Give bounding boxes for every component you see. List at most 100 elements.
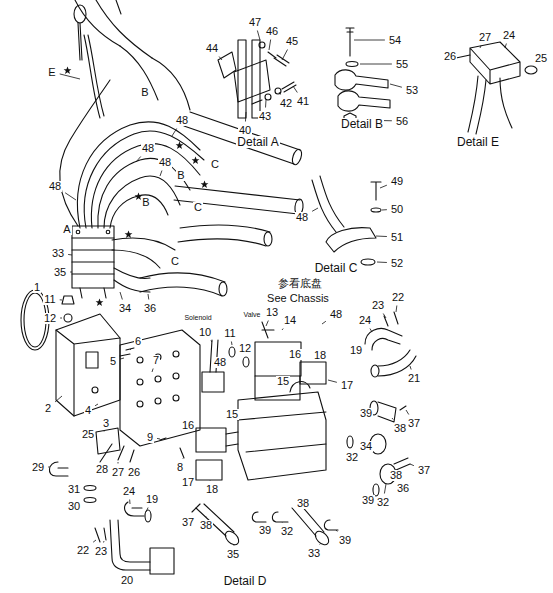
callout-number: 55	[395, 59, 409, 70]
callout-number: 52	[390, 258, 404, 269]
solenoid-valve	[243, 357, 249, 367]
hose-bundle	[84, 131, 204, 228]
leader-line	[282, 329, 283, 331]
callout-number: 16	[181, 420, 195, 431]
solenoid-valve	[229, 347, 235, 357]
valve-body	[226, 432, 238, 446]
callout-number: 23	[371, 300, 385, 311]
callout-number: 23	[94, 546, 108, 557]
callout-number: 24	[122, 486, 136, 497]
view-letter: B	[141, 197, 150, 208]
hose-bundle	[104, 176, 180, 228]
hose-bundle	[112, 250, 160, 268]
port-fittings	[394, 458, 410, 470]
leader-line	[148, 294, 150, 300]
leader-line	[266, 321, 268, 327]
callout-number: 14	[283, 315, 297, 326]
view-letter: C	[210, 159, 220, 170]
detail-b-clamp	[346, 62, 358, 67]
solenoid-valve	[202, 372, 224, 392]
detail-b-clamp	[335, 28, 390, 125]
detail-title: Detail A	[236, 136, 279, 148]
callout-number: 27	[111, 467, 125, 478]
callout-number: 8	[176, 462, 184, 473]
detail-d-pipes	[313, 529, 331, 547]
leader-line	[410, 464, 414, 466]
detail-c-hose	[312, 176, 381, 265]
control-valve-block	[76, 230, 80, 234]
hose-bundle	[77, 122, 200, 228]
callout-number: 21	[407, 373, 421, 384]
valve-body	[196, 460, 222, 480]
port-fittings	[347, 401, 410, 496]
callout-number: 36	[143, 303, 157, 314]
callout-number: 33	[51, 248, 65, 259]
callout-number: 1	[33, 282, 41, 293]
valve-plate	[120, 330, 200, 446]
detail-b-clamp	[346, 28, 354, 56]
leader-line	[392, 418, 393, 420]
detail-c-hose	[361, 259, 375, 265]
callout-number: 34	[359, 441, 373, 452]
callout-number: 18	[313, 350, 327, 361]
callout-number: 45	[285, 36, 299, 47]
leader-line	[104, 431, 105, 433]
callout-number: 3	[102, 418, 110, 429]
valve-body	[290, 382, 310, 392]
callout-number: 20	[120, 575, 134, 586]
bracket-bolts	[96, 428, 184, 462]
mounting-plate	[56, 314, 120, 416]
control-valve-block	[80, 288, 106, 298]
detail-c-hose	[326, 228, 376, 252]
callout-number: 16	[288, 349, 302, 360]
leader-line	[130, 349, 132, 350]
hydraulic-pipes	[184, 112, 300, 164]
mounting-plate	[62, 296, 74, 304]
callout-number: 25	[534, 53, 548, 64]
callout-number: 26	[127, 467, 141, 478]
callout-number: 47	[248, 17, 262, 28]
view-letter: B	[176, 170, 185, 181]
callout-number: 39	[258, 525, 272, 536]
leader-line	[245, 112, 247, 122]
annotation: 参看底盘	[277, 278, 323, 289]
callout-number: 39	[338, 535, 352, 546]
leader-line	[319, 544, 320, 546]
machine-frame	[120, 46, 158, 100]
callout-number: 5	[109, 356, 117, 367]
callout-number: 54	[388, 35, 402, 46]
leader-line	[93, 540, 96, 542]
leader-line	[65, 193, 76, 200]
dipstick	[74, 5, 104, 118]
pipe-21	[365, 312, 416, 377]
control-valve-block	[106, 230, 110, 234]
callout-number: 37	[417, 465, 431, 476]
control-valve-block	[72, 238, 114, 274]
plate-hole	[173, 373, 179, 379]
bracket-bolts	[160, 438, 184, 458]
leader-line	[376, 236, 387, 238]
solenoid-valve	[202, 322, 326, 400]
dipstick	[84, 35, 104, 118]
plate-hole	[137, 357, 143, 363]
annotation: Valve	[243, 311, 262, 318]
elbow-fittings	[49, 462, 68, 476]
callout-number: 37	[407, 418, 421, 429]
callout-number: 10	[198, 327, 212, 338]
plate-hole	[137, 401, 143, 407]
view-letter: C	[170, 256, 180, 267]
callout-number: 28	[95, 464, 109, 475]
callout-number: 31	[67, 484, 81, 495]
pipe-21	[365, 329, 402, 350]
leader-line	[396, 306, 398, 313]
leader-line	[390, 84, 402, 87]
leader-line	[60, 74, 80, 79]
pipe-20	[95, 528, 106, 542]
leader-line	[172, 129, 177, 137]
callout-number: 17	[181, 477, 195, 488]
leader-line	[231, 342, 233, 346]
pipe-20	[110, 520, 150, 570]
leader-line	[136, 157, 141, 163]
callout-number: 32	[376, 497, 390, 508]
star-mark	[125, 230, 133, 238]
